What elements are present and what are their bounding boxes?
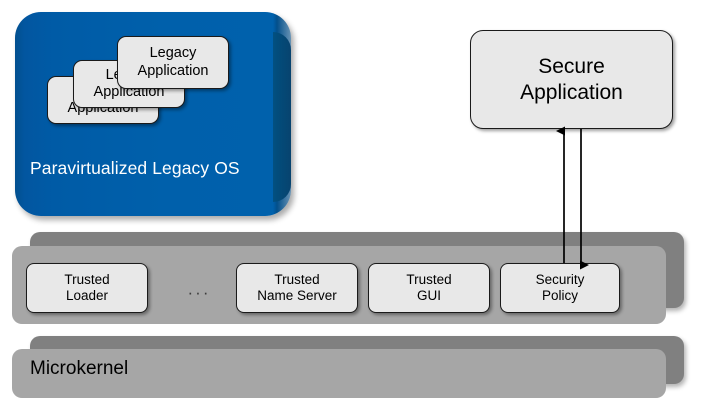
trusted-gui-text: Trusted GUI	[369, 272, 489, 304]
microkernel-slab	[12, 336, 684, 398]
trusted-loader-line2: Loader	[65, 288, 109, 303]
trusted-loader-box[interactable]: Trusted Loader	[26, 263, 148, 313]
legacy-application-box-front[interactable]: Legacy Application	[117, 36, 229, 89]
security-policy-box[interactable]: Security Policy	[500, 263, 620, 313]
paravirtualized-legacy-os-label: Paravirtualized Legacy OS	[30, 158, 240, 178]
security-policy-text: Security Policy	[501, 272, 619, 304]
trusted-services-ellipsis: ···	[187, 283, 211, 302]
trusted-loader-text: Trusted Loader	[27, 272, 147, 304]
trusted-name-server-box[interactable]: Trusted Name Server	[236, 263, 358, 313]
trusted-gui-box[interactable]: Trusted GUI	[368, 263, 490, 313]
microkernel-slab-front-face	[12, 349, 666, 398]
legacy-application-front-line2: Application	[137, 62, 209, 79]
trusted-name-server-line2: Name Server	[257, 288, 337, 303]
secure-application-line2: Application	[520, 80, 623, 104]
legacy-application-front-line1: Legacy	[149, 45, 197, 62]
security-policy-line1: Security	[535, 272, 585, 288]
secure-application-line1: Secure	[538, 54, 605, 78]
trusted-gui-line1: Trusted	[406, 272, 452, 288]
secure-application-text: Secure Application	[471, 54, 672, 105]
trusted-loader-line1: Trusted	[64, 272, 110, 288]
secure-application-box[interactable]: Secure Application	[470, 30, 673, 129]
microkernel-label: Microkernel	[30, 358, 129, 379]
security-policy-line2: Policy	[541, 288, 578, 303]
trusted-gui-line2: GUI	[416, 288, 441, 303]
trusted-name-server-line1: Trusted	[274, 272, 320, 288]
legacy-os-side-face	[273, 32, 291, 202]
trusted-name-server-text: Trusted Name Server	[237, 272, 357, 304]
legacy-application-front-text: Legacy Application	[118, 45, 228, 79]
